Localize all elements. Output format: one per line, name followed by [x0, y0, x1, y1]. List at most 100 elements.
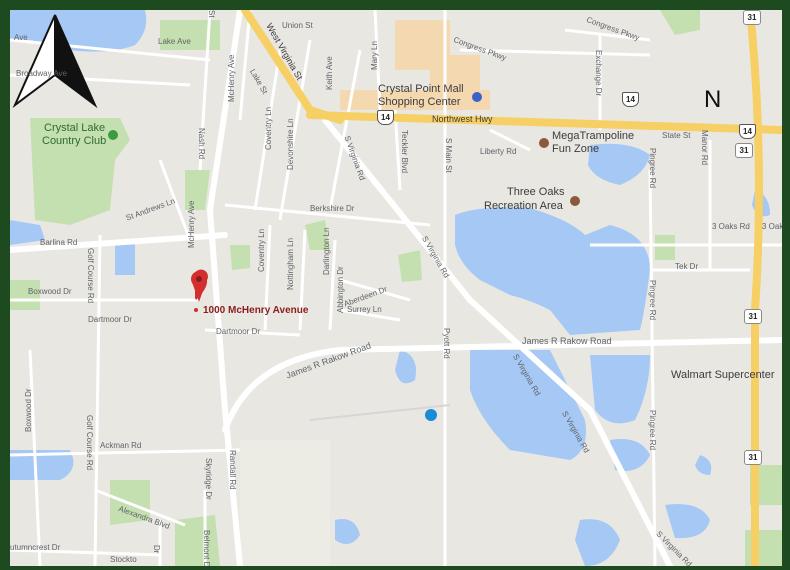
map-canvas[interactable]: N 14 14 14 31 31 31 31 Crystal Point Mal… [10, 10, 782, 566]
us14-shield-1: 14 [377, 110, 394, 125]
road-label-pingree-3: Pingree Rd [648, 410, 657, 451]
road-label-3-oaks: 3 Oaks Rd [712, 222, 750, 231]
poi-club-line2: Country Club [42, 135, 107, 147]
road-label-tek: Tek Dr [675, 262, 699, 271]
golf-icon [108, 130, 118, 140]
road-james-r-rakow [222, 337, 782, 433]
road-label-manor: Manor Rd [700, 130, 709, 166]
us14-shield-2: 14 [622, 92, 639, 107]
road-label-golf-course: Golf Course Rd [86, 248, 95, 304]
road-label-coventry-2: Coventry Ln [257, 228, 266, 272]
road-label-barlina: Barlina Rd [40, 238, 78, 247]
poi-mall-line1: Crystal Point Mall [378, 83, 464, 95]
park-mid1 [230, 245, 250, 270]
park-country-club [30, 118, 130, 225]
road-label-boxwood-2: Boxwood Dr [24, 388, 33, 432]
highway-route-31 [746, 10, 763, 566]
park-ne [660, 10, 700, 35]
road-label-main-st: S Main St [444, 138, 453, 173]
recreation-icon [570, 196, 580, 206]
road-label-darlington: Darlington Ln [322, 227, 331, 275]
road-label-st-tl: St [207, 10, 216, 18]
water-lake-north [588, 143, 650, 185]
road-label-randall: Randall Rd [228, 450, 237, 490]
park-nash [185, 170, 210, 210]
road-label-abbington: Abbington Dr [336, 266, 345, 313]
water-lake-bottom [575, 519, 620, 566]
rt31-shield-1: 31 [743, 10, 761, 25]
north-letter: N [704, 86, 722, 113]
park-east [655, 235, 675, 260]
airport-area [240, 440, 330, 566]
pin-label: 1000 McHenry Avenue [203, 305, 309, 316]
road-label-pingree: Pingree Rd [648, 148, 657, 189]
water-pond5 [10, 450, 74, 480]
road-mchenry-randall [206, 10, 243, 566]
road-label-coventry: Coventry Ln [264, 106, 273, 150]
road-label-mchenry: McHenry Ave [227, 54, 236, 102]
poi-threeoaks-line2: Recreation Area [484, 200, 563, 212]
water-three-oaks-lake [455, 207, 650, 335]
airport-icon [425, 409, 437, 421]
rt31-shield-4: 31 [744, 450, 762, 465]
road-label-boxwood: Boxwood Dr [28, 287, 72, 296]
road-label-ackman: Ackman Rd [100, 441, 142, 450]
road-label-stockton: Stockto [110, 555, 137, 564]
mall-area [395, 20, 480, 95]
road-s-virginia [322, 117, 673, 566]
road-label-surrey: Surrey Ln [347, 305, 382, 314]
poi-trampoline-line2: Fun Zone [552, 143, 600, 155]
park-mid2 [305, 220, 330, 250]
park-northwest [160, 20, 220, 50]
poi-trampoline-line1: MegaTrampoline [552, 130, 635, 142]
road-label-northwest-hwy: Northwest Hwy [432, 114, 493, 124]
road-label-mary: Mary Ln [370, 41, 379, 70]
map-graphics [10, 10, 782, 566]
road-label-skyridge: Skyridge Dr [204, 458, 213, 500]
rt31-shield-2: 31 [735, 143, 753, 158]
road-label-rakow-east: James R Rakow Road [522, 336, 612, 346]
park-sw3 [175, 515, 220, 566]
location-pin-icon [191, 269, 208, 312]
road-label-union: Union St [282, 21, 313, 30]
poi-walmart: Walmart Supercenter [671, 369, 775, 381]
road-label-nottingham: Nottingham Ln [286, 237, 295, 290]
road-label-berkshire: Berkshire Dr [310, 204, 355, 213]
road-label-pingree-2: Pingree Rd [648, 280, 657, 321]
poi-mall-line2: Shopping Center [378, 96, 461, 108]
road-label-3-oaks-2: 3 Oaks [762, 222, 782, 231]
poi-club-line1: Crystal Lake [44, 122, 106, 134]
road-label-golf-course-2: Golf Course Rd [85, 415, 94, 471]
road-label-liberty: Liberty Rd [480, 147, 517, 156]
park-sw1 [10, 280, 40, 310]
north-arrow-icon [12, 14, 98, 109]
shopping-icon [472, 92, 482, 102]
park-mid3 [398, 250, 422, 282]
us14-shield-3: 14 [739, 124, 756, 139]
road-label-dartmoor: Dartmoor Dr [88, 315, 133, 324]
road-label-nash: Nash Rd [197, 128, 206, 160]
road-label-dartmoor-2: Dartmoor Dr [216, 327, 261, 336]
road-label-ave-tl: Ave [14, 33, 28, 42]
water-pond6 [10, 220, 45, 245]
road-label-keith: Keith Ave [325, 56, 334, 90]
poi-threeoaks-line1: Three Oaks [507, 186, 565, 198]
park-se2 [745, 530, 782, 566]
road-label-lake-ave: Lake Ave [158, 37, 191, 46]
road-label-exchange: Exchange Dr [594, 50, 603, 97]
road-berkshire [10, 232, 228, 253]
road-label-teckler: Teckler Blvd [400, 130, 409, 174]
water-lake-south1 [470, 350, 586, 460]
road-label-dr: Dr [152, 545, 161, 554]
water-pond2 [335, 519, 360, 544]
road-label-state-st: State St [662, 131, 691, 140]
rt31-shield-3: 31 [744, 309, 762, 324]
trampoline-icon [539, 138, 549, 148]
road-label-broadway: Broadway Ave [16, 69, 67, 78]
road-label-belmont: Belmont Dr [202, 530, 211, 566]
water-lake-south2 [590, 355, 650, 424]
road-label-autumncrest: utumncrest Dr [10, 543, 61, 552]
road-label-pyott: Pyott Rd [442, 328, 451, 359]
road-label-devonshire: Devonshire Ln [286, 118, 295, 170]
